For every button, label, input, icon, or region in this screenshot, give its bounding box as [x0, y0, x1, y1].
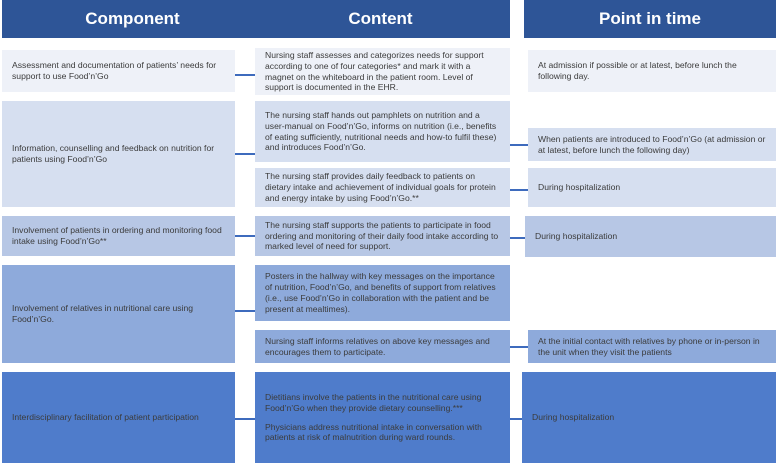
row-2-component: Information, counselling and feedback on… [2, 101, 235, 207]
row-2-content-1: The nursing staff hands out pamphlets on… [255, 101, 510, 162]
row-5-component-text: Interdisciplinary facilitation of patien… [12, 412, 199, 423]
row-1-content: Nursing staff assesses and categorizes n… [255, 48, 510, 95]
row-4-content-2: Nursing staff informs relatives on above… [255, 330, 510, 363]
connector [500, 346, 540, 348]
row-3-time: During hospitalization [525, 216, 776, 257]
row-5-component: Interdisciplinary facilitation of patien… [2, 372, 235, 463]
row-2-content-2-text: The nursing staff provides daily feedbac… [265, 171, 496, 203]
header-component: Component [2, 0, 263, 38]
connector [500, 418, 540, 420]
row-1-time-text: At admission if possible or at latest, b… [538, 60, 737, 81]
row-5-content-1-text: Dietitians involve the patients in the n… [265, 391, 482, 413]
row-4-content-1-text: Posters in the hallway with key messages… [265, 271, 496, 314]
row-4-component-text: Involvement of relatives in nutritional … [12, 303, 194, 324]
row-1-component: Assessment and documentation of patients… [2, 50, 235, 92]
row-5-time-text: During hospitalization [532, 412, 615, 423]
row-2-component-text: Information, counselling and feedback on… [12, 143, 215, 164]
row-4-component: Involvement of relatives in nutritional … [2, 265, 235, 363]
row-5-content: Dietitians involve the patients in the n… [255, 372, 510, 463]
row-1-content-text: Nursing staff assesses and categorizes n… [265, 49, 484, 93]
row-4-content-2-text: Nursing staff informs relatives on above… [265, 335, 490, 357]
row-4-content-1: Posters in the hallway with key messages… [255, 265, 510, 321]
connector [500, 144, 540, 146]
row-5-content-2-text: Physicians address nutritional intake in… [265, 421, 482, 443]
row-5-time: During hospitalization [522, 372, 776, 463]
row-2-time-2: During hospitalization [528, 168, 776, 207]
row-1-component-text: Assessment and documentation of patients… [12, 60, 217, 81]
connector [500, 237, 540, 239]
row-2-time-1-text: When patients are introduced to Food’n’G… [538, 133, 766, 155]
row-3-component: Involvement of patients in ordering and … [2, 216, 235, 256]
row-2-content-1-text: The nursing staff hands out pamphlets on… [265, 109, 497, 153]
row-3-content-text: The nursing staff supports the patients … [265, 219, 499, 252]
row-4-time: At the initial contact with relatives by… [528, 330, 776, 363]
header-point-in-time: Point in time [524, 0, 776, 38]
row-3-time-text: During hospitalization [535, 231, 618, 242]
row-3-content: The nursing staff supports the patients … [255, 216, 510, 256]
header-content: Content [251, 0, 510, 38]
row-2-time-1: When patients are introduced to Food’n’G… [528, 128, 776, 161]
row-2-time-2-text: During hospitalization [538, 182, 621, 193]
row-3-component-text: Involvement of patients in ordering and … [12, 225, 222, 246]
row-2-content-2: The nursing staff provides daily feedbac… [255, 168, 510, 207]
row-1-time: At admission if possible or at latest, b… [528, 50, 776, 92]
connector [500, 189, 540, 191]
row-4-time-text: At the initial contact with relatives by… [538, 335, 760, 357]
